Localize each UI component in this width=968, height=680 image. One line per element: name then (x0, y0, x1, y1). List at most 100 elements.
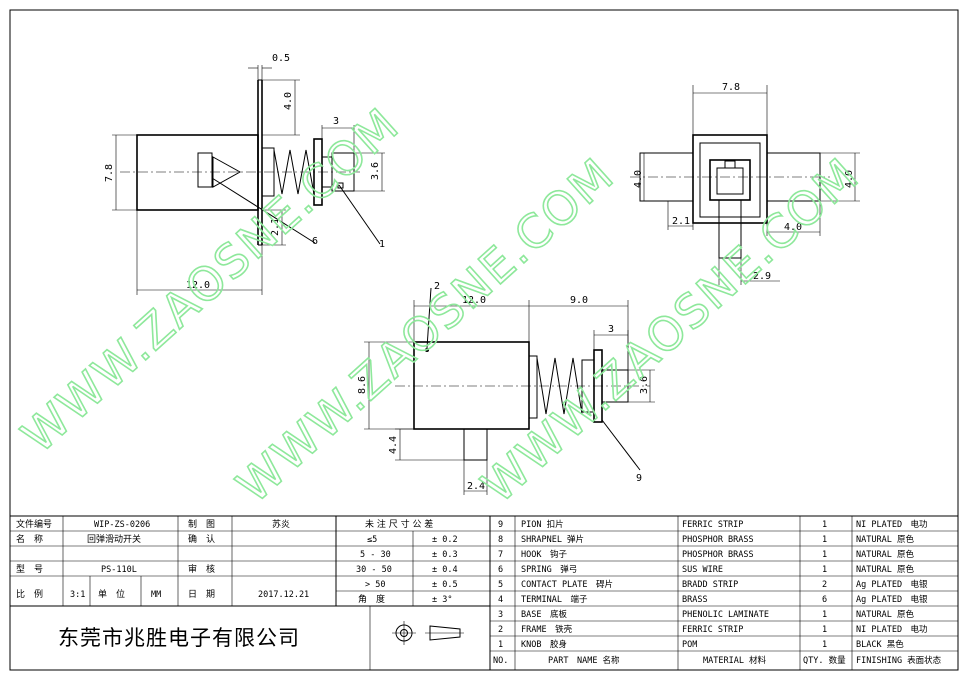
bom-header-finish: FINISHING 表面状态 (856, 655, 942, 666)
label-unit: 单 位 (98, 588, 125, 600)
value-scale: 3:1 (70, 590, 85, 600)
bom-material-4: SUS WIRE (682, 565, 723, 575)
bom-no-5: 5 (498, 580, 503, 590)
bom-header-no: NO. (493, 656, 508, 666)
bom-qty-7: 1 (822, 610, 827, 620)
dim-3-6-left: 3.6 (370, 162, 381, 180)
dim-4-0-left: 4.0 (283, 92, 294, 110)
bom-qty-9: 1 (822, 640, 827, 650)
bom-qty-8: 1 (822, 625, 827, 635)
dim-4-0-front-left: 4.0 (633, 170, 644, 188)
company-name: 东莞市兆胜电子有限公司 (58, 626, 300, 650)
value-model: PS-110L (101, 565, 137, 575)
bom-part-6: TERMINAL 端子 (521, 594, 588, 605)
dim-12-0-bottom: 12.0 (462, 295, 486, 306)
tol-value-5: ± 3° (432, 595, 452, 605)
bom-finish-6: Ag PLATED 电银 (856, 594, 928, 605)
bom-material-2: PHOSPHOR BRASS (682, 535, 754, 545)
bom-finish-3: NATURAL 原色 (856, 549, 914, 560)
bom-material-3: PHOSPHOR BRASS (682, 550, 754, 560)
balloon-6: 6 (312, 236, 318, 247)
bom-part-9: KNOB 胶身 (521, 639, 567, 650)
bom-no-7: 3 (498, 610, 503, 620)
bom-no-2: 8 (498, 535, 503, 545)
bom-no-8: 2 (498, 625, 503, 635)
dim-9-0-bottom: 9.0 (570, 295, 588, 306)
bom-material-9: POM (682, 640, 697, 650)
dim-2-4-bottom: 2.4 (467, 481, 485, 492)
value-drawn: 苏炎 (272, 518, 290, 530)
bom-material-1: FERRIC STRIP (682, 520, 743, 530)
dim-4-4-bottom: 4.4 (388, 436, 399, 454)
dim-0-5: 0.5 (272, 53, 290, 64)
tolerance-header: 未 注 尺 寸 公 差 (365, 518, 433, 530)
value-unit: MM (151, 590, 161, 600)
bom-header-qty: QTY. 数量 (803, 655, 846, 666)
tol-value-3: ± 0.4 (432, 565, 458, 575)
bom-no-1: 9 (498, 520, 503, 530)
bom-material-8: FERRIC STRIP (682, 625, 743, 635)
tol-range-3: 30 - 50 (356, 565, 392, 575)
bom-qty-4: 1 (822, 565, 827, 575)
dim-4-0-front-bottom: 4.0 (784, 222, 802, 233)
dim-12-0-left: 12.0 (186, 280, 210, 291)
dim-3-6-bottom: 3.6 (639, 376, 650, 394)
title-block (10, 515, 958, 670)
bom-material-5: BRADD STRIP (682, 580, 738, 590)
balloon-9: 9 (636, 473, 642, 484)
tol-value-4: ± 0.5 (432, 580, 458, 590)
bom-qty-3: 1 (822, 550, 827, 560)
bom-part-7: BASE 底板 (521, 609, 567, 620)
dim-7-8-front: 7.8 (722, 82, 740, 93)
label-file-no: 文件编号 (16, 518, 52, 530)
value-file-no: WIP-ZS-0206 (94, 520, 150, 530)
tol-range-1: ≤5 (367, 535, 377, 545)
dim-8-6-bottom: 8.6 (357, 376, 368, 394)
left-view (112, 65, 385, 295)
bom-qty-5: 2 (822, 580, 827, 590)
label-scale: 比 例 (16, 588, 43, 600)
bom-finish-9: BLACK 黑色 (856, 639, 904, 650)
tol-range-2: 5 - 30 (360, 550, 391, 560)
bom-qty-1: 1 (822, 520, 827, 530)
value-date: 2017.12.21 (258, 590, 309, 600)
bom-no-6: 4 (498, 595, 503, 605)
dim-4-0-front-right: 4.0 (844, 170, 855, 188)
bom-material-7: PHENOLIC LAMINATE (682, 610, 769, 620)
dim-3-bottom: 3 (608, 324, 614, 335)
bom-part-5: CONTACT PLATE 碍片 (521, 579, 613, 590)
value-name: 回弹滑动开关 (87, 533, 141, 545)
dim-7-8-left: 7.8 (104, 164, 115, 182)
projection-symbol (392, 621, 464, 645)
bom-header-part: PART NAME 名称 (548, 655, 620, 666)
bom-part-8: FRAME 铁壳 (521, 624, 573, 635)
label-drawn: 制 图 (188, 518, 215, 530)
bottom-view (364, 287, 655, 495)
label-review: 审 核 (188, 563, 215, 575)
bom-part-2: SHRAPNEL 弹片 (521, 534, 584, 545)
tol-range-5: 角 度 (358, 593, 385, 605)
sheet-border (9, 9, 959, 671)
label-name: 名 称 (16, 533, 43, 545)
dim-2-1-left: 2.1 (270, 218, 281, 236)
bom-part-4: SPRING 弹弓 (521, 564, 577, 575)
bom-part-3: HOOK 钩子 (521, 549, 567, 560)
bom-header-material: MATERIAL 材料 (703, 655, 767, 666)
dim-2-9-front: 2.9 (753, 271, 771, 282)
bom-finish-1: NI PLATED 电功 (856, 519, 928, 530)
bom-finish-7: NATURAL 原色 (856, 609, 914, 620)
bom-finish-5: Ag PLATED 电银 (856, 579, 928, 590)
front-view (630, 85, 860, 285)
dim-3-left: 3 (333, 116, 339, 127)
bom-finish-8: NI PLATED 电功 (856, 624, 928, 635)
bom-qty-2: 1 (822, 535, 827, 545)
bom-finish-2: NATURAL 原色 (856, 534, 914, 545)
label-date: 日 期 (188, 589, 215, 600)
bom-part-1: PION 扣片 (521, 519, 564, 530)
tol-range-4: > 50 (365, 580, 385, 590)
label-model: 型 号 (16, 564, 43, 575)
bom-no-9: 1 (498, 640, 503, 650)
bom-finish-4: NATURAL 原色 (856, 564, 914, 575)
bom-no-4: 6 (498, 565, 503, 575)
